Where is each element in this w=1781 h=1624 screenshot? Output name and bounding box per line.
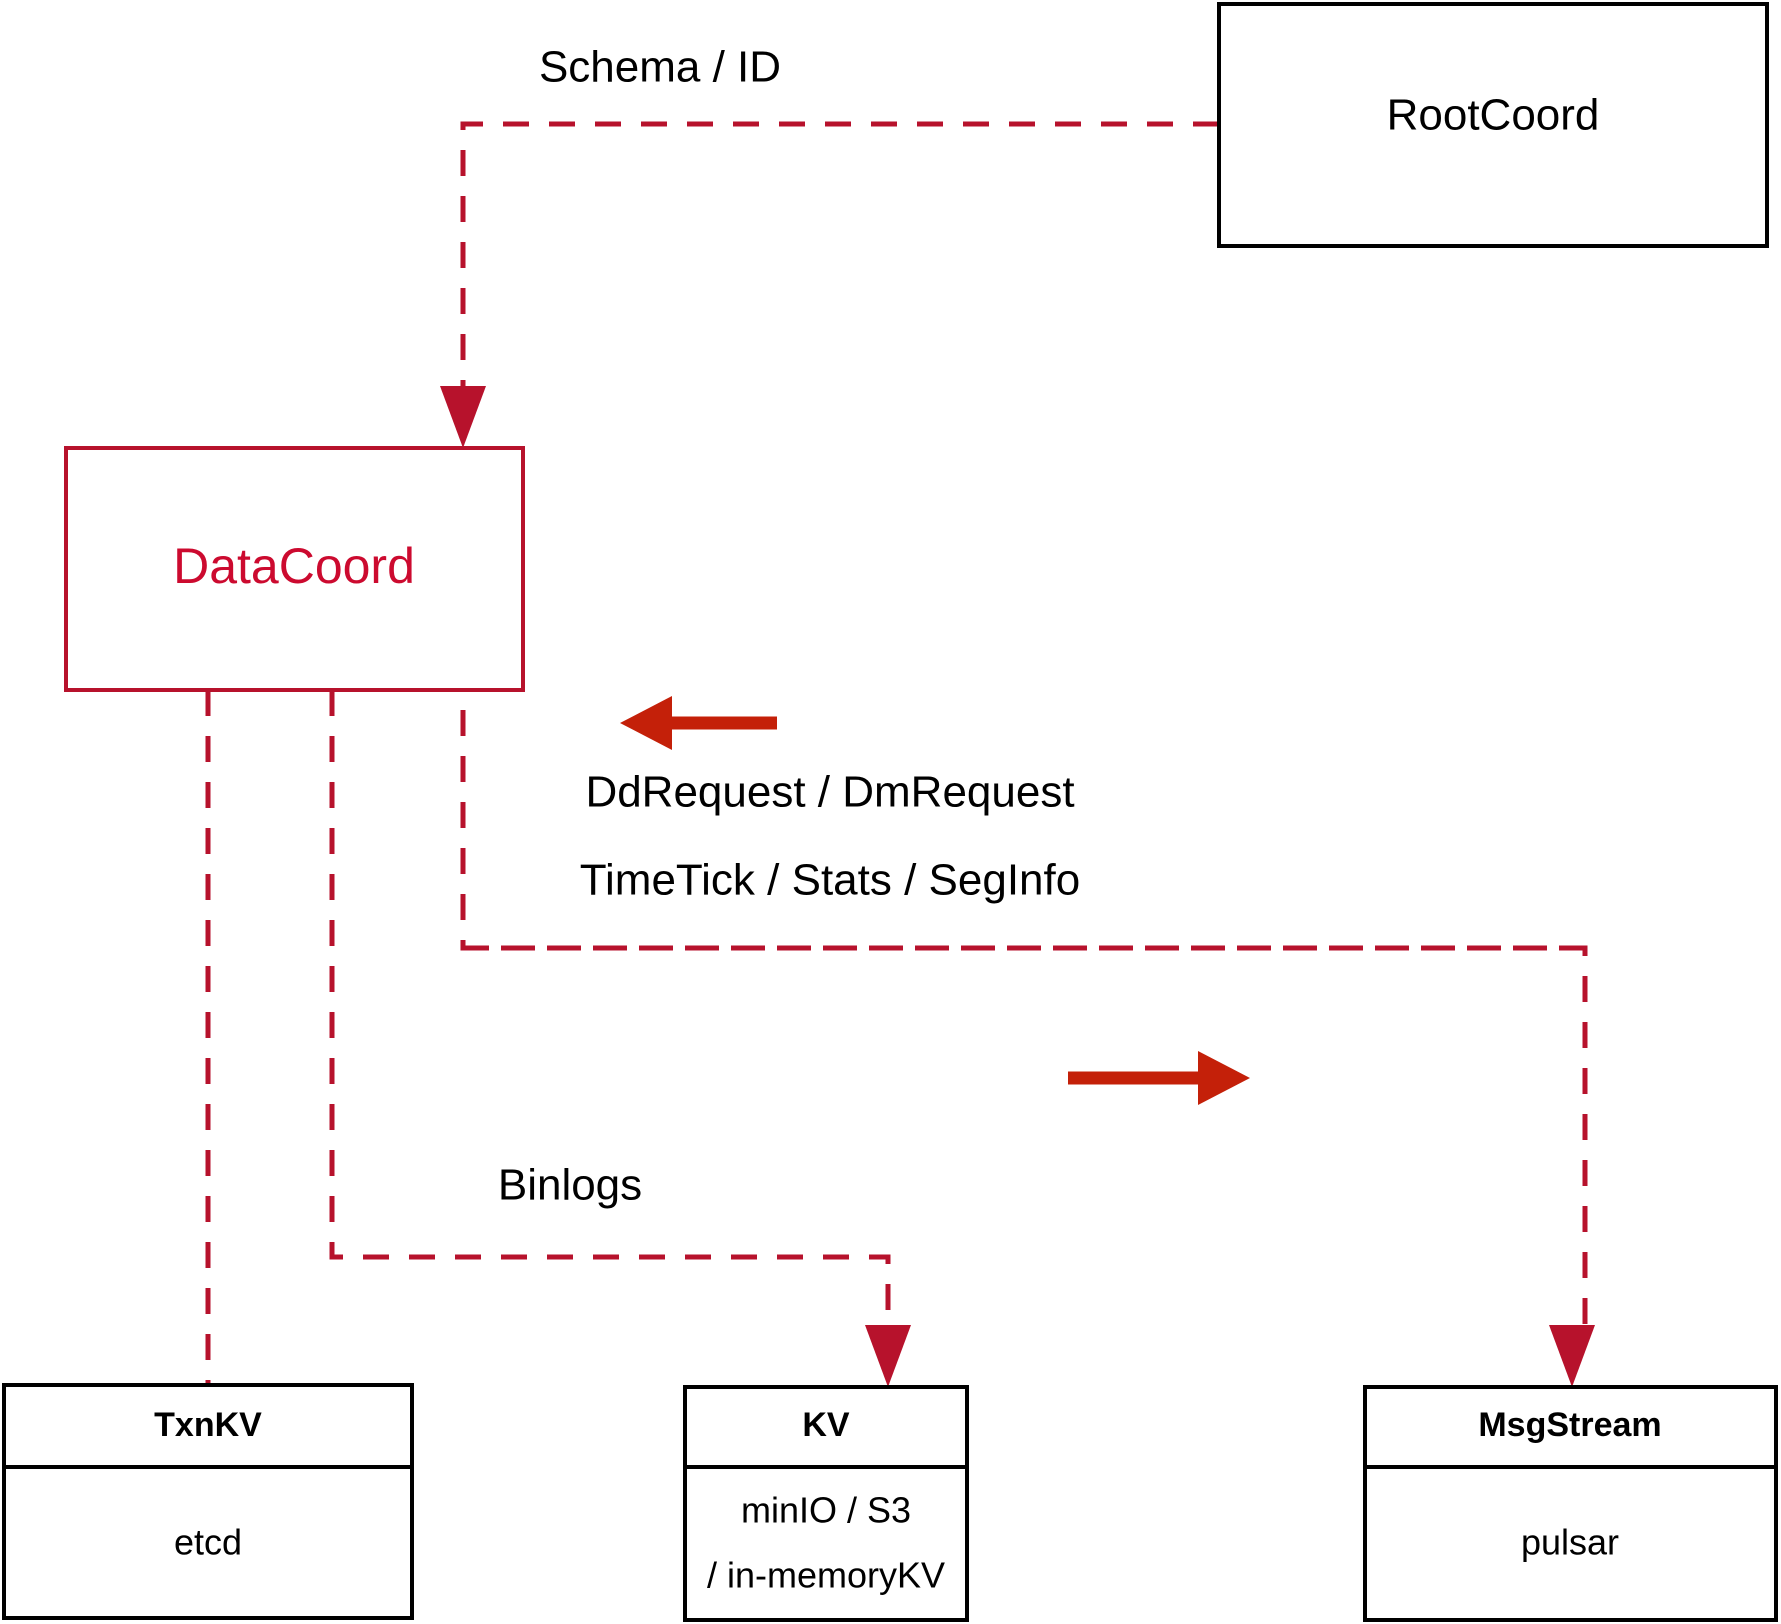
edge-timetick-arrowhead [1549,1325,1595,1387]
node-rootcoord-label: RootCoord [1387,91,1600,140]
node-msgstream-box[interactable] [1363,1385,1778,1622]
edge-timetick-stats-seginfo: TimeTick / Stats / SegInfo [463,856,1595,1387]
edge-schema-id-arrowhead [440,386,486,448]
node-txnkv-sublabel: etcd [174,1522,242,1563]
edge-schema-id-path [460,121,1219,388]
node-kv-sublabel-line1: minIO / S3 [741,1490,911,1531]
node-rootcoord[interactable]: RootCoord [1217,2,1769,248]
node-msgstream-label: MsgStream [1478,1406,1661,1444]
node-txnkv-box[interactable] [2,1383,414,1620]
edge-label-timetick-stats-seginfo: TimeTick / Stats / SegInfo [580,856,1080,905]
inbound-direction-marker [620,696,777,750]
node-kv-label: KV [802,1406,850,1444]
edge-label-schema-id: Schema / ID [539,43,781,92]
node-datacoord-box[interactable] [64,446,525,692]
node-kv[interactable]: KV minIO / S3 / in-memoryKV [683,1385,969,1622]
edge-label-binlogs: Binlogs [498,1161,642,1210]
edge-binlogs-arrowhead [865,1325,911,1387]
node-datacoord[interactable]: DataCoord [64,446,525,692]
edge-schema-id: Schema / ID [440,43,1219,448]
edge-binlogs-path [329,690,891,1330]
node-txnkv-label: TxnKV [154,1406,262,1444]
edge-label-ddrequest-dmrequest: DdRequest / DmRequest [585,768,1074,817]
node-kv-sublabel-line2: / in-memoryKV [707,1555,945,1596]
node-msgstream-sublabel: pulsar [1521,1522,1619,1563]
node-msgstream[interactable]: MsgStream pulsar [1363,1385,1778,1622]
node-kv-box[interactable] [683,1385,969,1622]
edge-binlogs: Binlogs [329,690,911,1387]
inbound-marker-arrowhead [620,696,672,750]
node-txnkv[interactable]: TxnKV etcd [2,1383,414,1620]
node-datacoord-label: DataCoord [173,538,415,594]
outbound-marker-arrowhead [1198,1051,1250,1105]
outbound-direction-marker [1068,1051,1250,1105]
edge-timetick-path [463,945,1588,1330]
node-rootcoord-box[interactable] [1217,2,1769,248]
